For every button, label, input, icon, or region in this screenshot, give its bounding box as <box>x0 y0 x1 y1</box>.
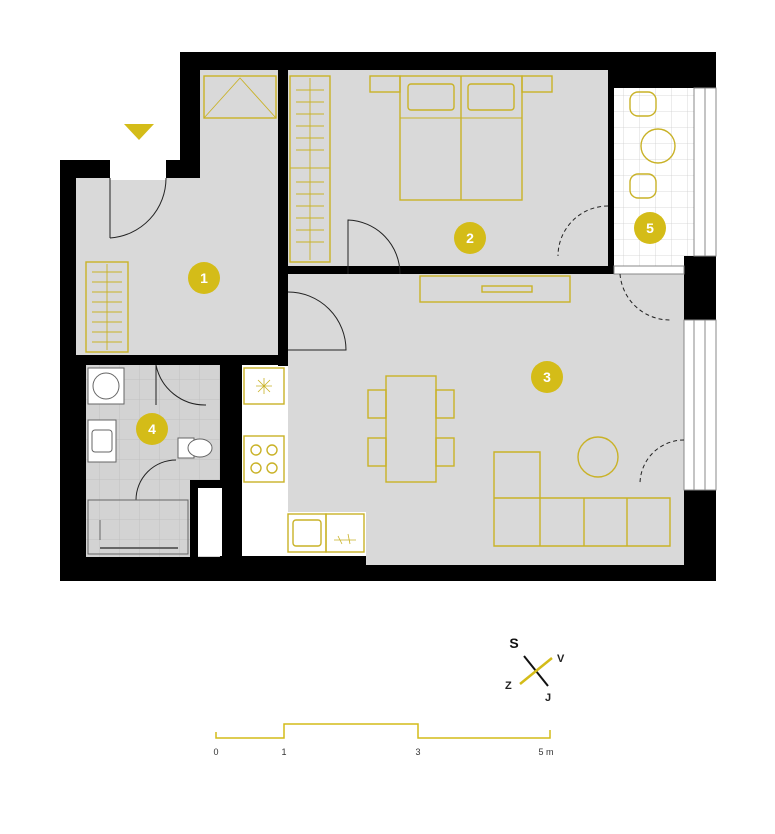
dish-rack <box>325 513 365 553</box>
scale-tick-0: 0 <box>213 747 218 757</box>
bedroom-wardrobe <box>289 75 331 263</box>
room-floors <box>76 70 694 565</box>
dining-table <box>385 375 437 483</box>
compass-s: S <box>509 635 518 651</box>
cooktop <box>243 435 285 483</box>
scale-tick-1: 1 <box>281 747 286 757</box>
room-3-label: 3 <box>543 369 551 385</box>
compass-v: V <box>557 653 565 665</box>
windows <box>613 87 717 491</box>
room-4-label: 4 <box>148 421 156 437</box>
entrance-marker-icon <box>124 124 154 140</box>
entry-threshold <box>110 158 166 180</box>
scale-bar: 0 1 3 5 m <box>213 723 554 757</box>
compass-j: J <box>545 692 551 704</box>
scale-tick-3: 3 <box>415 747 420 757</box>
tv-console <box>419 275 571 303</box>
kitchen-hood <box>243 367 285 405</box>
furniture <box>85 75 676 553</box>
coffee-table <box>577 436 619 478</box>
shaft <box>198 486 222 556</box>
room-1-label: 1 <box>200 270 208 286</box>
room-2-label: 2 <box>466 230 474 246</box>
bathroom-fixtures <box>87 367 213 555</box>
room-3-floor <box>288 274 684 565</box>
doors <box>109 177 685 501</box>
compass: S V Z J <box>505 635 565 704</box>
hall-wardrobe <box>203 75 277 119</box>
scale-tick-5: 5 m <box>538 747 553 757</box>
kitchen-floor <box>242 365 366 556</box>
compass-z: Z <box>505 680 512 692</box>
room-5-label: 5 <box>646 220 654 236</box>
sofa <box>493 451 671 547</box>
room-2-floor <box>288 70 608 266</box>
room-labels: 1 2 3 4 5 <box>136 212 666 445</box>
hall-shoe-rack <box>85 261 129 353</box>
interior-walls <box>76 70 698 561</box>
loggia-furniture <box>629 91 676 199</box>
room-1-floor <box>76 70 278 355</box>
